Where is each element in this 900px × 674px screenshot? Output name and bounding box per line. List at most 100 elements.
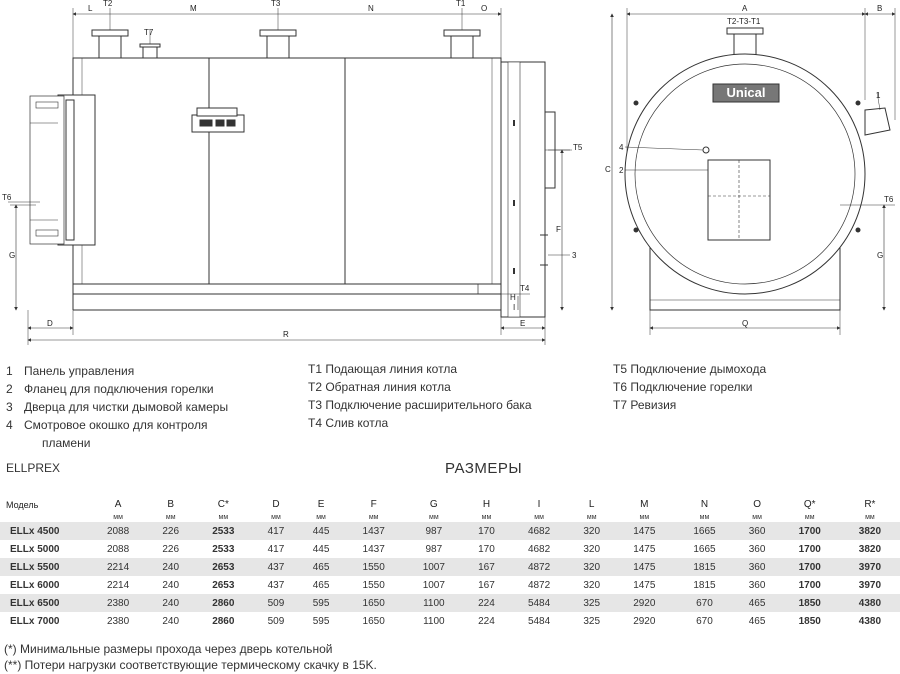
table-cell: 2860 — [193, 594, 254, 612]
dim-label-t2: T2 — [103, 0, 113, 8]
table-cell: 224 — [463, 594, 509, 612]
table-cell: 3820 — [839, 522, 900, 540]
unit-cell: мм — [699, 513, 710, 521]
dim-label-2: 2 — [619, 166, 624, 175]
side-view — [8, 8, 572, 345]
table-cell: 3970 — [839, 558, 900, 576]
table-cell: 5484 — [509, 594, 570, 612]
unit-cell: мм — [481, 513, 492, 521]
legend-item: T2 Обратная линия котла — [308, 380, 451, 394]
table-cell: 2653 — [212, 579, 235, 591]
table-cell: 1100 — [403, 594, 464, 612]
table-cell: 240 — [162, 579, 180, 591]
column-header: G — [429, 499, 438, 510]
table-cell: 1700 — [779, 522, 840, 540]
table-cell: 4380 — [858, 615, 882, 627]
model-cell: ELLx 5000 — [10, 543, 60, 555]
table-cell: 167 — [463, 558, 509, 576]
model-cell: ELLx 7000 — [10, 615, 60, 627]
unit-cell: мм — [271, 513, 281, 521]
model-cell: ELLx 6000 — [10, 579, 60, 591]
table-cell: 360 — [748, 579, 766, 591]
series-label: ELLPREX — [6, 461, 61, 475]
table-cell: 1007 — [422, 579, 445, 591]
dimensions-table: Модель A B C* D E F G H I L M N O Q* R* … — [0, 497, 900, 630]
column-header: H — [482, 499, 491, 510]
technical-drawing: L T2 M T3 N T1 O T7 T5 T6 G F 3 T4 H I D… — [2, 0, 896, 345]
table-cell: 2088 — [88, 522, 149, 540]
dim-label-t7: T7 — [144, 28, 154, 37]
table-cell: 509 — [253, 594, 299, 612]
table-cell: 1475 — [633, 543, 656, 555]
table-cell: 1815 — [674, 558, 735, 576]
dim-label-c: C — [605, 165, 611, 174]
dim-label-r: R — [283, 330, 289, 339]
unit-cell: мм — [586, 513, 597, 521]
table-cell: 325 — [583, 615, 601, 627]
unit-cell: мм — [534, 513, 544, 521]
table-cell: 3820 — [858, 543, 882, 555]
table-cell: 1850 — [779, 594, 840, 612]
front-view — [610, 8, 896, 335]
table-cell: 2088 — [106, 543, 130, 555]
dim-label-4: 4 — [619, 143, 624, 152]
column-header-model: Модель — [6, 499, 39, 510]
model-cell: ELLx 4500 — [0, 522, 88, 540]
table-cell: 1650 — [343, 594, 404, 612]
table-cell: 240 — [148, 594, 194, 612]
legend-item: T1 Подающая линия котла — [308, 362, 457, 376]
column-header: F — [370, 499, 377, 510]
dim-label-f: F — [556, 225, 561, 234]
column-header: A — [114, 499, 122, 510]
model-cell: ELLx 5500 — [0, 558, 88, 576]
front-view-labels: A B T2-T3-T1 C 4 2 1 T6 G Q Unical — [605, 4, 894, 328]
column-header: M — [640, 499, 649, 510]
dim-label-t2-t3-t1: T2-T3-T1 — [727, 17, 761, 26]
table-cell: 360 — [734, 522, 780, 540]
dim-label-l: L — [88, 4, 93, 13]
table-cell: 1475 — [614, 558, 675, 576]
dim-label-e: E — [520, 319, 525, 328]
table-cell: 2860 — [212, 615, 235, 627]
table-cell: 445 — [312, 543, 330, 555]
dim-label-q: Q — [742, 319, 748, 328]
column-header: C* — [217, 499, 229, 510]
table-cell: 1100 — [423, 615, 445, 627]
unit-cell: мм — [804, 513, 815, 521]
table-cell: 1700 — [798, 579, 821, 591]
table-cell: 226 — [148, 522, 194, 540]
dim-label-3: 3 — [572, 251, 577, 260]
unit-cell: мм — [368, 513, 379, 521]
table-cell: 987 — [403, 522, 464, 540]
table-cell: 1650 — [362, 615, 385, 627]
table-header-row: Модель A B C* D E F G H I L M N O Q* R* — [0, 497, 900, 512]
table-cell: 1007 — [403, 558, 464, 576]
dim-label-1: 1 — [876, 91, 881, 100]
table-cell: 4682 — [527, 543, 551, 555]
dim-label-t3: T3 — [271, 0, 281, 8]
table-cell: 2533 — [212, 543, 235, 555]
dim-label-b: B — [877, 4, 882, 13]
table-cell: 170 — [463, 522, 509, 540]
table-cell: 4380 — [839, 594, 900, 612]
legend-item: T7 Ревизия — [613, 398, 677, 412]
legend-item: T3 Подключение расширительного бака — [308, 398, 532, 412]
table-cell: 465 — [734, 594, 780, 612]
table-cell: 670 — [674, 594, 735, 612]
unit-cell: мм — [865, 513, 875, 521]
legend-connections: T1 Подающая линия котла T2 Обратная лини… — [308, 360, 532, 432]
table-cell: 417 — [253, 522, 299, 540]
table-cell: 2533 — [193, 522, 254, 540]
side-view-labels: L T2 M T3 N T1 O T7 T5 T6 G F 3 T4 H I D… — [2, 0, 583, 339]
dim-label-t4: T4 — [520, 284, 530, 293]
column-header: L — [588, 499, 595, 510]
brand-logo-text: Unical — [726, 85, 765, 100]
table-cell: 360 — [748, 543, 766, 555]
